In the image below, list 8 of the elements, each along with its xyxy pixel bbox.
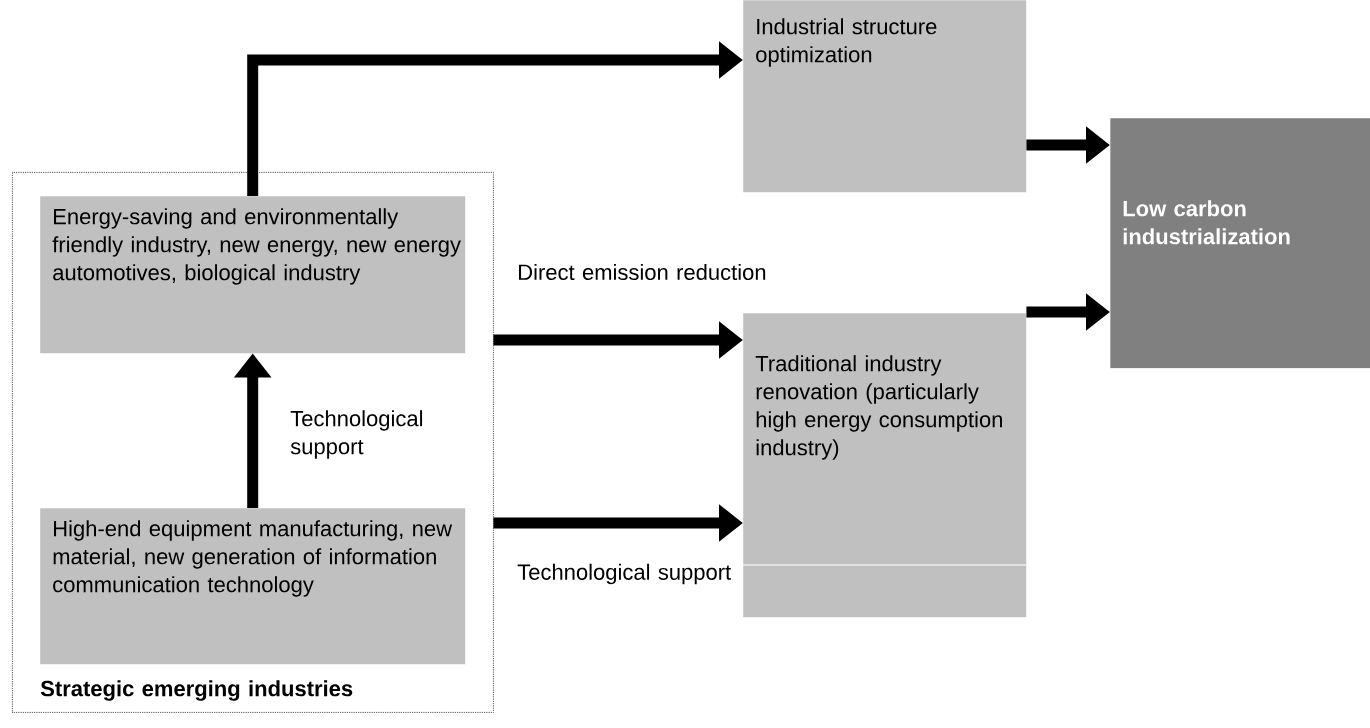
result-box: Low carbon industrialization: [1110, 118, 1370, 369]
process-box: High-end equipment manufacturing, new material, new generation of information communication technology: [40, 508, 466, 665]
process-box: Traditional industry renovation (particularly high energy consumption industry): [742, 313, 1027, 618]
edge-label: Technological support: [517, 563, 731, 585]
edge-label: Direct emission reduction: [519, 263, 766, 281]
process-box: Energy-saving and environmentally friendly industry, new energy, new energy automotives, biological industry: [40, 196, 466, 354]
edge-label: Technological support: [290, 410, 423, 459]
process-box: Industrial structure optimization: [743, 0, 1027, 193]
